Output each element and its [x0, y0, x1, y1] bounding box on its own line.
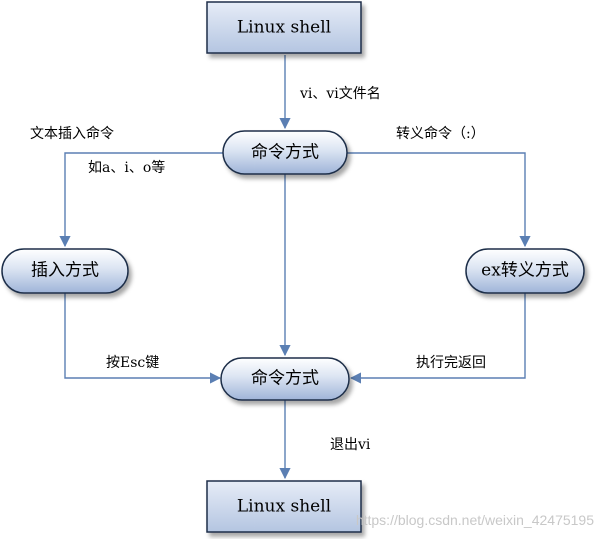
edge-label-return: 执行完返回: [416, 355, 486, 371]
node-top-linux-shell: [206, 1, 362, 54]
node-ex-mode-label: ex转义方式: [481, 261, 569, 281]
edge-command-to-ex: [347, 152, 531, 248]
node-top-linux-shell-label: Linux shell: [237, 18, 331, 38]
edge-label-ex-command: 转义命令（:）: [396, 125, 485, 142]
edge-ex-to-command: [349, 293, 526, 384]
node-command-mode-2: [220, 357, 350, 401]
edge-insert-to-command: [64, 293, 222, 384]
node-ex-mode: [465, 248, 585, 294]
node-bottom-linux-shell: [206, 480, 362, 533]
edge-label-esc-key: 按Esc键: [106, 355, 159, 371]
node-bottom-linux-shell-label: Linux shell: [237, 497, 331, 517]
node-command-mode-1: [222, 130, 348, 175]
node-insert-mode-label: 插入方式: [31, 261, 99, 281]
edge-label-insert-examples: 如a、i、o等: [88, 159, 165, 176]
edge-label-insert-command: 文本插入命令: [30, 125, 114, 142]
node-command-mode-2-label: 命令方式: [251, 369, 319, 389]
edge-label-exit-vi: 退出vi: [330, 437, 371, 453]
edge-command-to-insert: [59, 152, 223, 248]
node-command-mode-1-label: 命令方式: [251, 143, 319, 163]
node-insert-mode: [1, 248, 129, 294]
watermark: https://blog.csdn.net/weixin_42475195: [356, 512, 594, 528]
edge-label-open-vi: vi、vi文件名: [299, 86, 381, 102]
